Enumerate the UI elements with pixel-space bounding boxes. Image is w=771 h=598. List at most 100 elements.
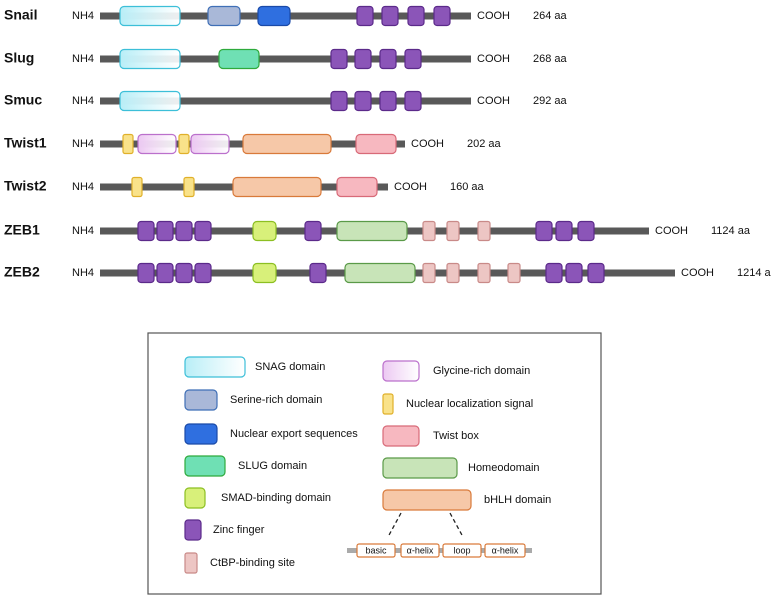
legend-label: Twist box [433,430,479,442]
domain-zinc [137,262,155,284]
protein-name: Twist2 [4,178,47,194]
domain-zinc [194,220,212,242]
bhlh-part-box [484,543,526,558]
domain-nls [122,133,134,155]
domain-ctbp [477,220,491,242]
bhlh-structure: basic α-helix loop α-helix [347,512,532,558]
legend-swatch [184,356,246,378]
domain-nls [178,133,190,155]
legend-swatch [184,552,198,574]
domain-ctbp [477,262,491,284]
protein-length: 202 aa [467,138,502,150]
domain-snag [119,5,181,27]
legend-item-homeo: Homeodomain [382,457,540,479]
legend-item-nls: Nuclear localization signal [382,393,533,415]
legend-swatch [184,389,218,411]
domain-zinc [156,262,174,284]
protein-backbone [100,97,471,105]
legend-item-nes: Nuclear export sequences [184,423,358,445]
legend-label: bHLH domain [484,494,551,506]
domain-ctbp [446,220,460,242]
protein-row-slug: Slug NH4 COOH 268 aa [4,48,568,70]
domain-homeo [344,262,416,284]
domain-zinc [330,90,348,112]
legend-swatch [382,360,420,382]
legend-label: Zinc finger [213,524,265,536]
domain-ctbp [446,262,460,284]
bhlh-part-label: α-helix [407,545,434,555]
domain-bhlh [232,176,322,198]
domain-zinc [309,262,327,284]
bhlh-pointer-left [387,512,402,538]
bhlh-part-label: loop [453,545,470,555]
domain-zinc [381,5,399,27]
legend-item-serine: Serine-rich domain [184,389,322,411]
domain-ctbp [507,262,521,284]
domain-zinc [433,5,451,27]
n-terminus-label: NH4 [72,10,94,22]
n-terminus-label: NH4 [72,225,94,237]
n-terminus-label: NH4 [72,138,94,150]
domain-zinc [194,262,212,284]
domain-glycine [137,133,177,155]
domain-twistbox [355,133,397,155]
n-terminus-label: NH4 [72,95,94,107]
domain-ctbp [422,220,436,242]
n-terminus-label: NH4 [72,267,94,279]
domain-zinc [404,48,422,70]
legend-swatch [184,487,206,509]
bhlh-part-label: α-helix [492,545,519,555]
legend-label: Nuclear export sequences [230,428,358,440]
legend-item-twistbox: Twist box [382,425,479,447]
bhlh-pointer-right [449,512,464,538]
legend-label: Homeodomain [468,462,540,474]
legend-item-ctbp: CtBP-binding site [184,552,295,574]
domain-nes [257,5,291,27]
domain-zinc [354,90,372,112]
domain-zinc [565,262,583,284]
n-terminus-label: NH4 [72,53,94,65]
bhlh-part-label: basic [365,545,387,555]
domain-twistbox [336,176,378,198]
legend-label: SMAD-binding domain [221,492,331,504]
legend-item-bhlh: bHLH domain [382,489,551,511]
legend-label: SNAG domain [255,361,325,373]
domain-zinc [379,48,397,70]
domain-zinc [356,5,374,27]
domain-slug [218,48,260,70]
c-terminus-label: COOH [477,53,510,65]
c-terminus-label: COOH [411,138,444,150]
domain-nls [131,176,143,198]
domain-zinc [379,90,397,112]
legend-swatch [382,489,472,511]
bhlh-part-box [356,543,396,558]
protein-name: Slug [4,50,34,66]
domain-glycine [190,133,230,155]
domain-zinc [156,220,174,242]
protein-backbone [100,55,471,63]
protein-name: Twist1 [4,135,47,151]
legend-item-smad: SMAD-binding domain [184,487,331,509]
legend-item-glycine: Glycine-rich domain [382,360,530,382]
protein-length: 292 aa [533,95,568,107]
domain-snag [119,90,181,112]
protein-row-twist1: Twist1 NH4 COOH 202 aa [4,133,502,155]
protein-name: Smuc [4,92,42,108]
legend-item-snag: SNAG domain [184,356,325,378]
domain-homeo [336,220,408,242]
protein-name: Snail [4,7,37,23]
domain-zinc [330,48,348,70]
c-terminus-label: COOH [394,181,427,193]
domain-zinc [555,220,573,242]
domain-bhlh [242,133,332,155]
bhlh-part-box [442,543,482,558]
domain-smad [252,220,277,242]
domain-zinc [404,90,422,112]
protein-name: ZEB2 [4,264,40,280]
legend-swatch [382,425,420,447]
protein-length: 268 aa [533,53,568,65]
